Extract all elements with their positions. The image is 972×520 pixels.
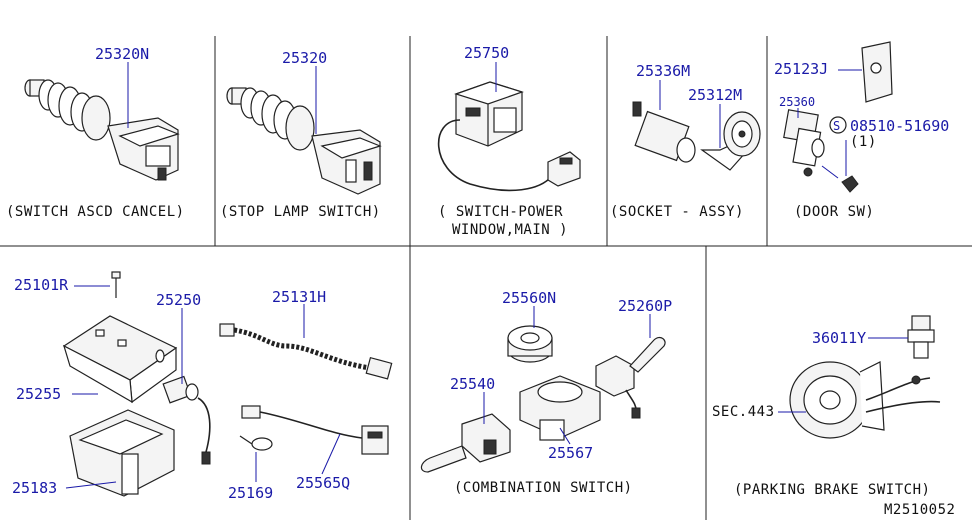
part-number-25101R: 25101R [14, 276, 69, 294]
caption-ascd-cancel: (SWITCH ASCD CANCEL) [6, 204, 185, 220]
part-number-25336M: 25336M [636, 62, 690, 80]
part-number-25169: 25169 [228, 484, 273, 502]
ascd-switch-drawing [24, 79, 180, 181]
caption-socket-assy: (SOCKET - ASSY) [610, 204, 744, 220]
combination-switch-drawing [420, 325, 666, 473]
part-number-25560N: 25560N [502, 289, 556, 307]
part-number-25567: 25567 [548, 444, 593, 462]
part-number-25260P: 25260P [618, 297, 672, 315]
part-number-36011Y: 36011Y [812, 329, 866, 347]
door-switch-drawing [783, 41, 893, 193]
part-number-08510-51690: 08510-51690 [850, 117, 949, 135]
part-number-25750: 25750 [464, 44, 509, 62]
part-number-25360: 25360 [779, 95, 815, 109]
part-number-25320N: 25320N [95, 45, 149, 63]
part-number-25123J: 25123J [774, 60, 828, 78]
part-number-25540: 25540 [450, 375, 495, 393]
caption-combination-switch: (COMBINATION SWITCH) [454, 480, 633, 496]
section-reference-443: SEC.443 [712, 404, 775, 420]
part-number-25250: 25250 [156, 291, 201, 309]
leader-25183 [65, 481, 117, 489]
leader-25567 [559, 427, 571, 445]
part-number-25565Q: 25565Q [296, 474, 350, 492]
socket-assy-drawing [632, 101, 761, 171]
stop-lamp-switch-drawing [226, 87, 382, 195]
part-number-25131H: 25131H [272, 288, 326, 306]
part-number-25312M: 25312M [688, 86, 742, 104]
caption-power-window-line1: ( SWITCH-POWER [438, 204, 563, 220]
power-window-switch-drawing [437, 81, 581, 192]
part-number-25183: 25183 [12, 479, 57, 497]
screw-symbol: S [833, 119, 840, 133]
caption-power-window-line2: WINDOW,MAIN ) [452, 222, 568, 238]
parking-brake-drawing [789, 315, 941, 439]
bracket-switch-drawing [62, 271, 393, 497]
caption-parking-brake: (PARKING BRAKE SWITCH) [734, 482, 930, 498]
leader-25565Q [321, 433, 341, 475]
diagram-id: M2510052 [884, 502, 955, 518]
part-number-25255: 25255 [16, 385, 61, 403]
caption-door-switch: (DOOR SW) [794, 204, 874, 220]
quantity-08510-51690: (1) [850, 134, 877, 150]
caption-stop-lamp: (STOP LAMP SWITCH) [220, 204, 381, 220]
part-number-25320: 25320 [282, 49, 327, 67]
panel-dividers [0, 36, 972, 520]
